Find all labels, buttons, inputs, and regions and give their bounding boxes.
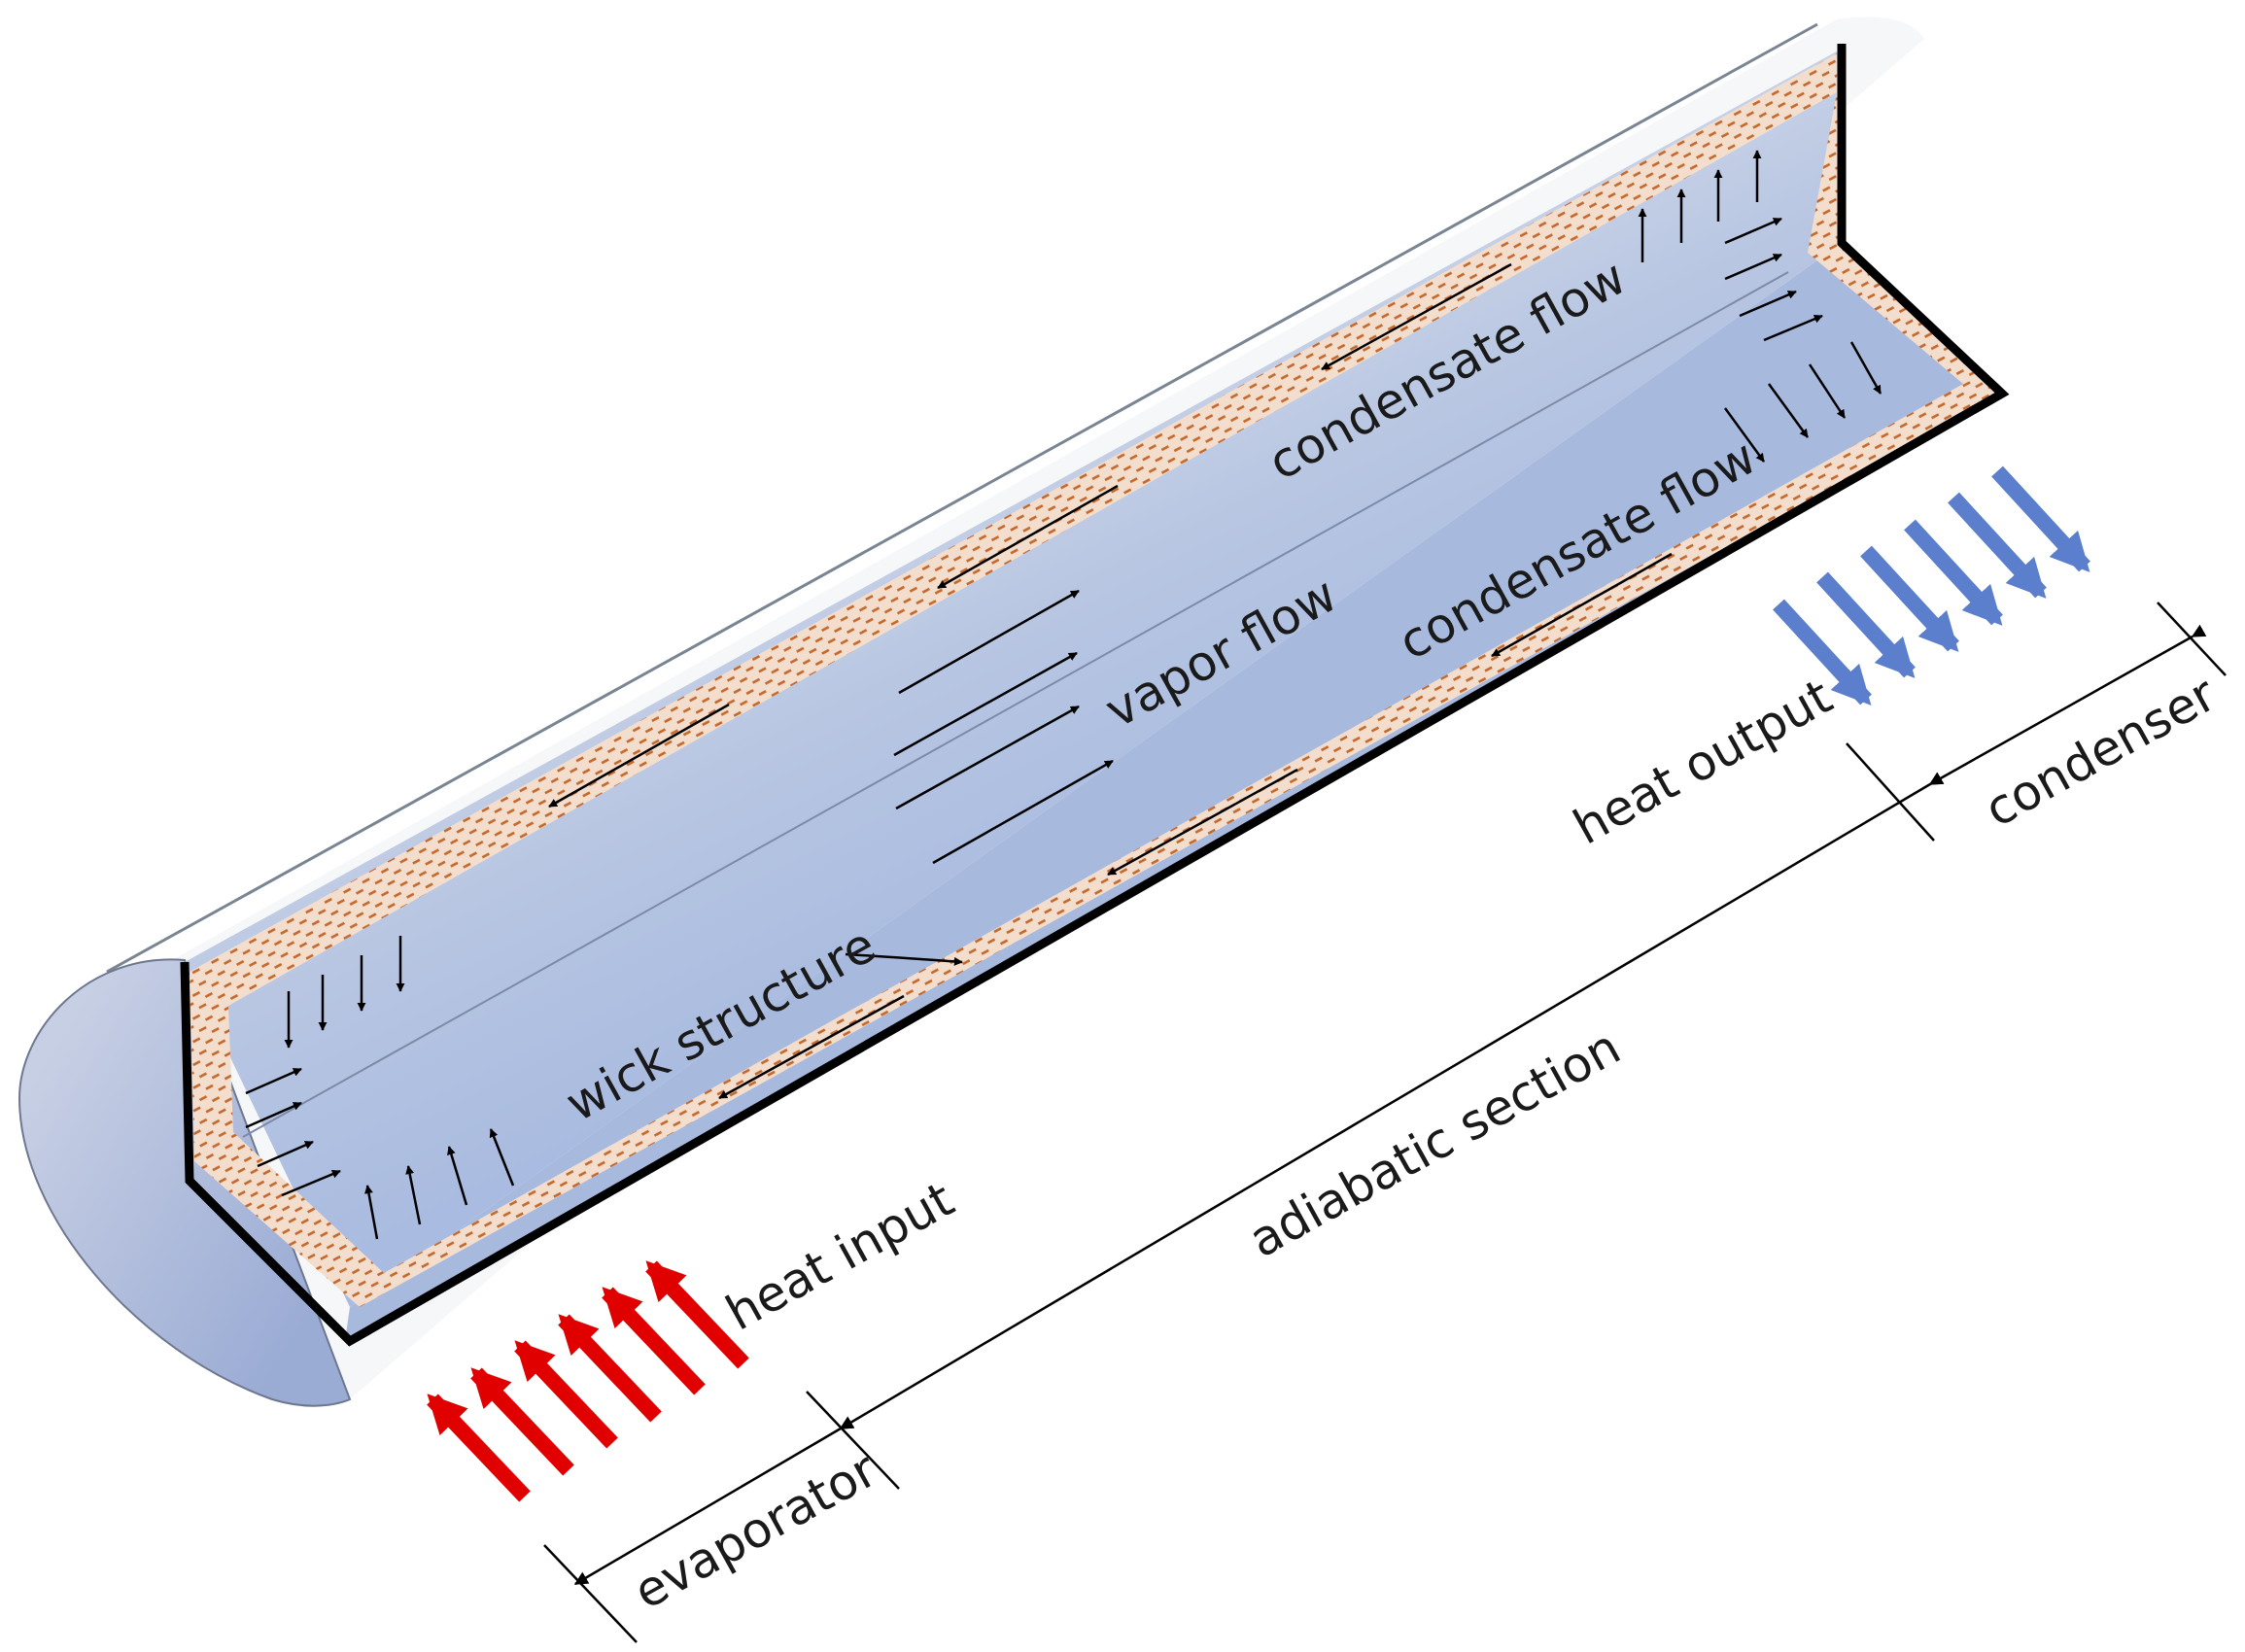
heat-input-label: heat input xyxy=(717,1171,963,1341)
heat-output-label: heat output xyxy=(1565,668,1842,855)
condensate-arrows-top xyxy=(548,262,1512,809)
heat-output-arrows xyxy=(1773,465,2090,706)
condenser-label: condenser xyxy=(1976,666,2226,839)
evaporator-flow-arrows xyxy=(245,936,515,1240)
dimension-lines xyxy=(543,602,2227,1643)
pipe-end-face xyxy=(17,958,352,1407)
adiabatic-section-label: adiabatic section xyxy=(1240,1018,1630,1268)
condenser-flow-arrows xyxy=(1638,150,1882,463)
heat-input-arrows xyxy=(427,1260,749,1502)
pipe-interior xyxy=(185,49,2002,1341)
